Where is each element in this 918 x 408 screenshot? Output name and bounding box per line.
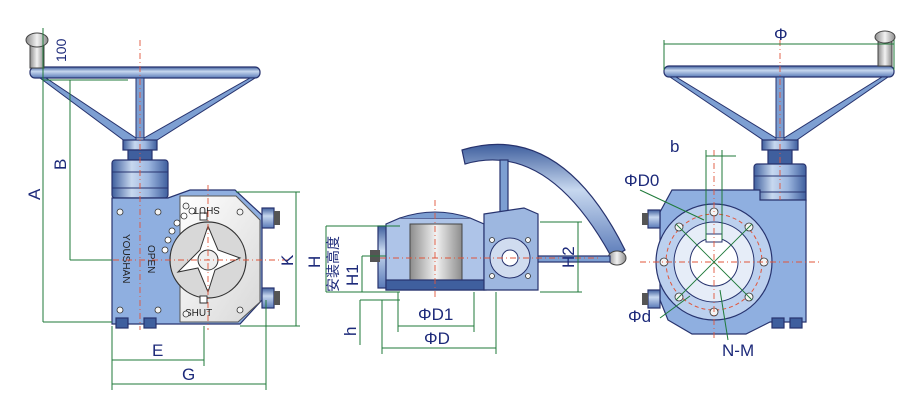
middle-view: H 安装高度 H1 h H2 ΦD1 ΦD: [305, 143, 627, 354]
label-PhiD: ΦD: [424, 329, 450, 348]
side-bosses-left: [261, 207, 280, 309]
label-NM: N-M: [722, 341, 754, 360]
handwheel-spokes-left: [38, 77, 257, 143]
label-PhiD1: ΦD1: [418, 305, 453, 324]
label-H: H: [305, 256, 324, 268]
label-A: A: [25, 188, 44, 200]
label-PhiD0: ΦD0: [624, 171, 659, 190]
handwheel-rim-left: [29, 66, 261, 79]
handle-knob-right: [874, 30, 896, 67]
label-install-height: 安装高度: [325, 236, 341, 292]
handwheel-rim-right: [663, 65, 895, 78]
side-gearbox-middle: [483, 207, 539, 291]
handle-knob-left: [25, 32, 49, 69]
dial-scale: [161, 207, 196, 254]
left-view: SHUT SHUT OPEN YOUSHAN: [25, 28, 300, 390]
label-G: G: [182, 365, 195, 384]
label-b: b: [670, 137, 679, 156]
handwheel-spokes-right: [668, 76, 890, 143]
side-bosses-right: [642, 209, 661, 309]
swing-handle-knob: [607, 250, 627, 266]
body-bolts-left: [116, 202, 244, 318]
label-Phid: Φd: [628, 307, 651, 326]
right-view: Φ b ΦD0 Φd N-M: [624, 25, 896, 360]
label-H2: H2: [559, 246, 578, 268]
label-H1: H1: [343, 264, 362, 286]
label-B: B: [51, 159, 70, 170]
label-K: K: [278, 254, 297, 266]
label-h: h: [341, 327, 360, 336]
label-Phi: Φ: [774, 25, 788, 44]
nameplate-shut-bottom: SHUT: [185, 308, 212, 319]
valve-body-middle: [370, 211, 487, 291]
nameplate-shut-top: SHUT: [193, 204, 220, 215]
label-100: 100: [53, 38, 69, 62]
nameplate-open: OPEN: [145, 245, 156, 273]
label-E: E: [152, 341, 163, 360]
nameplate-brand: YOUSHAN: [120, 234, 131, 283]
